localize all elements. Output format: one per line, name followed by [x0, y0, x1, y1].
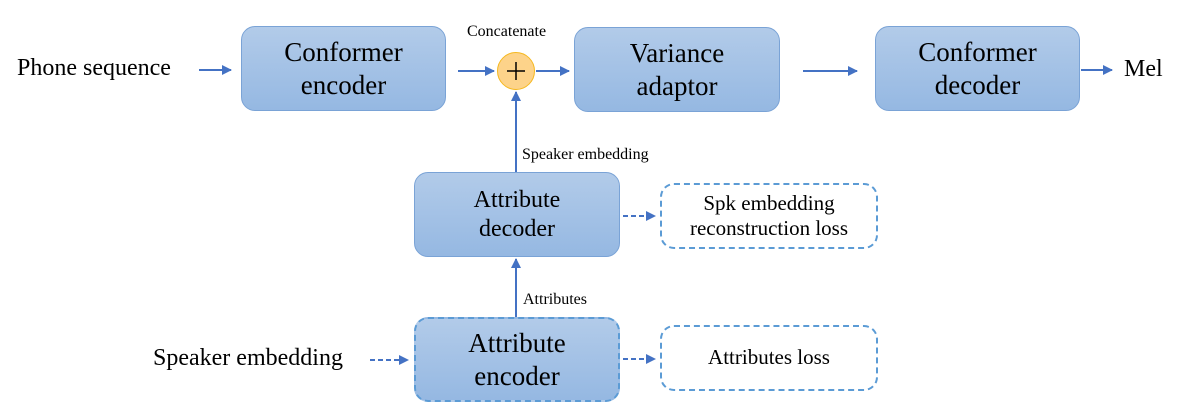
edge-label-attributes: Attributes: [523, 291, 587, 308]
conformer-decoder-line1: Conformer: [918, 37, 1037, 68]
conformer-decoder-line2: decoder: [934, 69, 1021, 100]
attribute-decoder-line1: Attribute: [473, 186, 561, 213]
conformer-encoder-line1: Conformer: [284, 37, 403, 68]
attribute-decoder-node: Attribute decoder: [414, 172, 620, 257]
spk-loss-line1: Spk embedding: [703, 190, 835, 215]
variance-adaptor-line2: adaptor: [636, 70, 718, 101]
conformer-encoder-node: Conformer encoder: [241, 26, 446, 111]
attribute-encoder-line1: Attribute: [468, 328, 566, 359]
plus-icon: [507, 62, 525, 80]
spk-embedding-reconstruction-loss-node: Spk embedding reconstruction loss: [660, 183, 878, 249]
concatenate-node: [497, 52, 535, 90]
edge-label-speaker-embedding: Speaker embedding: [522, 146, 649, 163]
attribute-encoder-line2: encoder: [474, 360, 560, 391]
attributes-loss-node: Attributes loss: [660, 325, 878, 391]
input-phone-sequence: Phone sequence: [17, 55, 171, 81]
input-speaker-embedding: Speaker embedding: [153, 345, 343, 371]
attribute-decoder-line2: decoder: [479, 215, 555, 242]
variance-adaptor-line1: Variance: [629, 38, 725, 69]
conformer-decoder-node: Conformer decoder: [875, 26, 1080, 111]
conformer-encoder-line2: encoder: [300, 69, 387, 100]
attribute-encoder-node: Attribute encoder: [414, 317, 620, 402]
spk-loss-line2: reconstruction loss: [689, 216, 849, 240]
variance-adaptor-node: Variance adaptor: [574, 27, 780, 112]
edge-label-concatenate: Concatenate: [467, 23, 547, 40]
output-mel: Mel: [1124, 56, 1163, 82]
attributes-loss-line1: Attributes loss: [708, 345, 830, 370]
